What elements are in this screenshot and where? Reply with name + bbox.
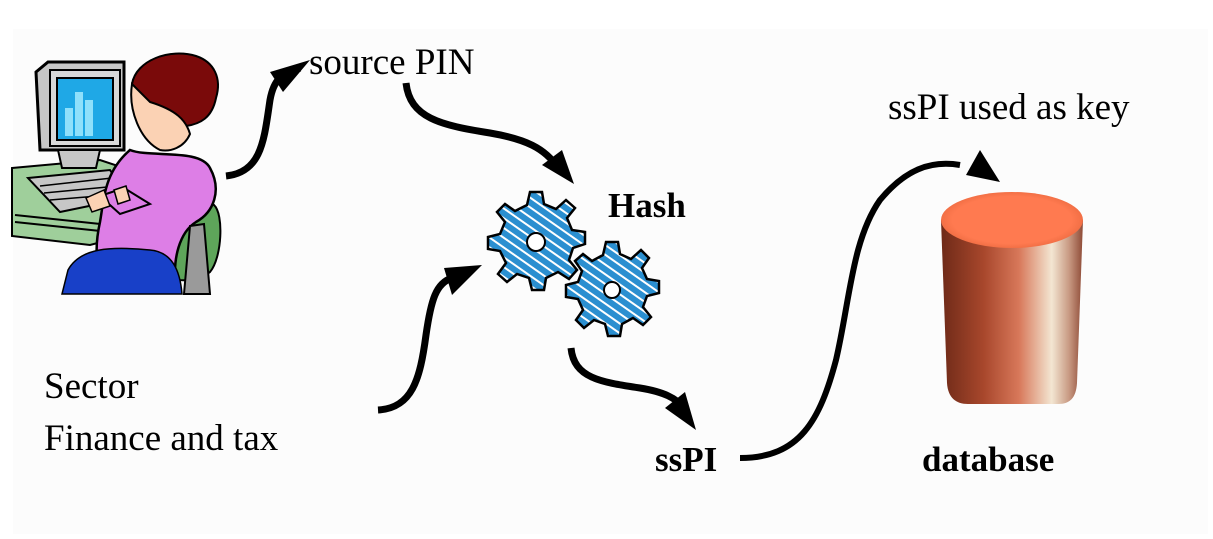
label-sector: Sector [44, 366, 139, 407]
arrow-sector-to-hash [377, 265, 482, 414]
arrow-sspi-to-database [739, 150, 1000, 461]
gear-large [486, 190, 587, 292]
label-sspi-used-as-key: ssPI used as key [888, 87, 1130, 128]
arrow-hash-to-sspi [567, 347, 696, 430]
label-source-pin: source PIN [309, 42, 475, 83]
arrow-source-pin-to-hash [402, 82, 574, 184]
label-hash: Hash [608, 186, 686, 225]
label-database: database [922, 440, 1055, 479]
gear-small [564, 240, 661, 338]
label-sspi: ssPI [655, 440, 718, 479]
arrow-user-to-source-pin [225, 60, 310, 180]
label-sector-finance-and-tax: Finance and tax [44, 418, 279, 459]
